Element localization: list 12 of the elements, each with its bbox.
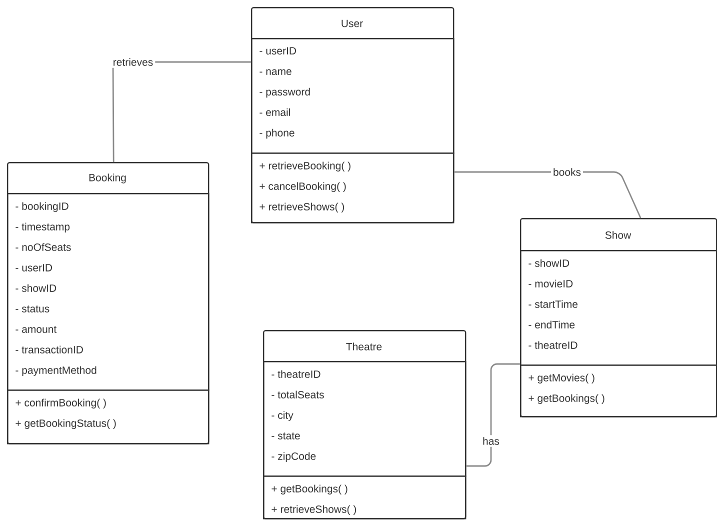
- method-list: + getMovies( ) + getBookings( ): [520, 364, 717, 418]
- method-list: + getBookings( ) + retrieveShows( ): [263, 476, 466, 520]
- edge-label: has: [480, 435, 502, 447]
- method-list: + retrieveBooking( ) + cancelBooking( ) + retrieveShows( ): [251, 152, 454, 224]
- attribute-list: - showID - movieID - startTime - endTime - theatreID: [520, 250, 717, 366]
- connector-line: [466, 363, 520, 467]
- edge-label: books: [551, 166, 584, 178]
- edge-label: retrieves: [110, 56, 156, 68]
- attribute-list: - theatreID - totalSeats - city - state - zipCode: [263, 361, 466, 477]
- attribute-list: - userID - name - password - email - phone: [251, 38, 454, 154]
- attribute-list: - bookingID - timestamp - noOfSeats - userID - showID - status - amount - transactionID - paymentMethod: [7, 193, 210, 391]
- method-list: + confirmBooking( ) + getBookingStatus( ): [7, 390, 210, 444]
